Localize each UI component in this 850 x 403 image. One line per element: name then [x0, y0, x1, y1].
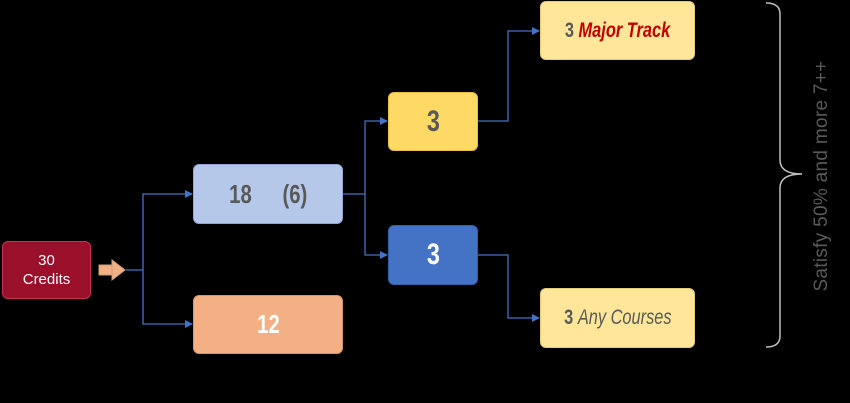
major-track-label: Major Track [578, 18, 671, 42]
eighteen-note: (6) [282, 178, 307, 209]
three-blue-box: 3 [388, 225, 478, 285]
three-blue-value: 3 [426, 238, 440, 271]
credits-number: 30 [38, 252, 55, 269]
major-track-count: 3 [564, 18, 574, 42]
three-yellow-value: 3 [426, 104, 440, 138]
block-arrow-icon [98, 258, 126, 282]
connector-root-to-18 [126, 190, 193, 271]
three-yellow-box: 3 [388, 92, 478, 151]
connector-18-to-3-blue [364, 194, 388, 259]
any-courses-label: Any Courses [577, 306, 672, 329]
any-courses-count: 3 [563, 306, 573, 329]
credits-box: 30 Credits [2, 241, 91, 299]
twelve-credits-box: 12 [193, 295, 343, 354]
eighteen-credits-box: 18 (6) [193, 164, 343, 224]
brace-label: Satisfy 50% and more 7++ [811, 60, 832, 292]
right-brace-icon [765, 2, 803, 348]
connector-3-to-major-track [478, 27, 540, 122]
connector-root-to-12 [142, 270, 193, 328]
any-courses-box: 3 Any Courses [540, 288, 695, 348]
credits-label: Credits [22, 271, 71, 288]
twelve-value: 12 [256, 309, 280, 339]
connector-18-to-3-yellow [343, 117, 388, 195]
connector-3-to-any-courses [478, 254, 540, 322]
eighteen-value: 18 [228, 178, 252, 209]
major-track-box: 3 Major Track [540, 1, 695, 60]
